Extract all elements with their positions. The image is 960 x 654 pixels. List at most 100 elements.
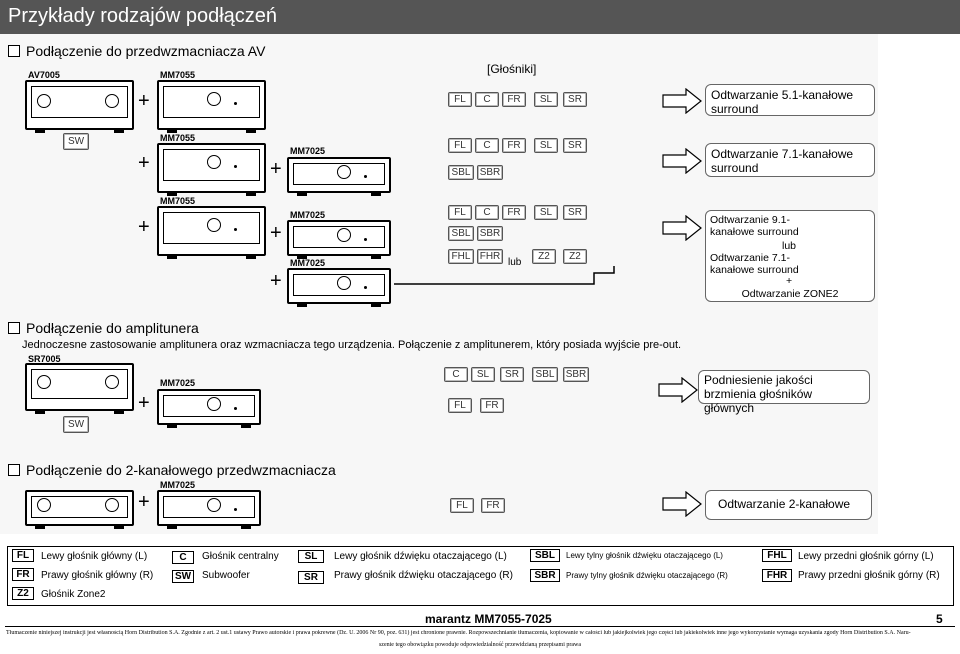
legend-code: FL	[12, 549, 34, 562]
legend-text: Prawy głośnik dźwięku otaczającego (R)	[334, 570, 513, 581]
checkbox-icon	[8, 464, 20, 476]
legend-text: Lewy głośnik dźwięku otaczającego (L)	[334, 551, 507, 562]
speaker-sbr: SBR	[477, 165, 503, 180]
plus-sign: +	[138, 491, 150, 513]
power-amp-device	[287, 220, 391, 259]
device-label: MM7025	[160, 378, 196, 388]
speaker-fl: FL	[448, 398, 472, 413]
speaker-fr: FR	[480, 398, 504, 413]
model-name: marantz MM7055-7025	[425, 612, 552, 626]
legend-code: SR	[298, 571, 324, 584]
checkbox-icon	[8, 45, 20, 57]
arrow-icon	[662, 88, 702, 114]
power-amp-device	[157, 80, 266, 133]
speaker-sr: SR	[563, 138, 587, 153]
device-label: AV7005	[28, 70, 60, 80]
speaker-sr: SR	[563, 92, 587, 107]
plus-sign: +	[270, 158, 282, 180]
stereo-preamp-device	[25, 490, 134, 529]
speaker-sw: SW	[63, 133, 89, 150]
legend-text: Prawy głośnik główny (R)	[41, 570, 154, 581]
plus-sign: +	[270, 270, 282, 292]
section-2-description: Jednoczesne zastosowanie amplitunera ora…	[22, 339, 682, 351]
power-amp-device	[157, 143, 266, 196]
plus-sign: +	[138, 90, 150, 112]
plus-sign: +	[138, 152, 150, 174]
plus-sign: +	[270, 222, 282, 244]
speaker-z2: Z2	[563, 249, 587, 264]
speaker-sl: SL	[534, 92, 558, 107]
arrow-icon	[658, 377, 698, 403]
speaker-c: C	[475, 205, 499, 220]
or-label: lub	[508, 257, 522, 268]
speaker-sbr: SBR	[477, 226, 503, 241]
legend-text: Prawy tylny głośnik dźwięku otaczającego…	[566, 571, 728, 580]
device-label: MM7055	[160, 196, 196, 206]
av-receiver-device	[25, 363, 134, 414]
section-2-title: Podłączenie do amplitunera	[8, 320, 199, 336]
speaker-sr: SR	[500, 367, 524, 382]
device-label: MM7025	[160, 480, 196, 490]
speaker-sbl: SBL	[448, 226, 474, 241]
speaker-sl: SL	[534, 138, 558, 153]
legend-code: SBR	[530, 569, 560, 582]
power-amp-device	[287, 157, 391, 196]
legend-text: Głośnik centralny	[202, 551, 279, 562]
speaker-fhl: FHL	[448, 249, 474, 264]
legend-code: FHL	[762, 549, 792, 562]
speaker-sl: SL	[534, 205, 558, 220]
legend-code: Z2	[12, 587, 34, 600]
legend-text: Lewy tylny głośnik dźwięku otaczającego …	[566, 551, 723, 560]
legend-code: SL	[298, 550, 324, 563]
legal-notice-cont: szenie tego obowiązku powoduje odpowiedz…	[378, 642, 582, 648]
legend-code: FR	[12, 568, 34, 581]
legend-code: C	[172, 551, 194, 564]
speaker-sr: SR	[563, 205, 587, 220]
arrow-icon	[662, 491, 702, 517]
footer-rule	[5, 626, 955, 627]
speaker-c: C	[475, 92, 499, 107]
result-box: Odtwarzanie 7.1-kanałowe surround	[705, 143, 875, 177]
speaker-fl: FL	[450, 498, 474, 513]
speaker-fl: FL	[448, 138, 472, 153]
header-bar: Przykłady rodzajów podłączeń	[0, 0, 960, 34]
arrow-icon	[662, 148, 702, 174]
page-title: Przykłady rodzajów podłączeń	[8, 5, 278, 27]
section-1-title: Podłączenie do przedwzmacniacza AV	[8, 43, 265, 59]
device-label: MM7055	[160, 70, 196, 80]
speakers-heading: [Głośniki]	[487, 62, 537, 76]
legend-text: Lewy głośnik główny (L)	[41, 551, 148, 562]
device-label: MM7055	[160, 133, 196, 143]
speaker-fr: FR	[481, 498, 505, 513]
plus-sign: +	[138, 216, 150, 238]
connection-line	[394, 266, 615, 285]
speaker-sbl: SBL	[448, 165, 474, 180]
speaker-z2: Z2	[532, 249, 556, 264]
arrow-icon	[662, 215, 702, 241]
device-label: MM7025	[290, 258, 326, 268]
speaker-fl: FL	[448, 205, 472, 220]
speaker-sbr: SBR	[563, 367, 589, 382]
result-box: Odtwarzanie 2-kanałowe	[705, 490, 872, 520]
device-label: MM7025	[290, 146, 326, 156]
speaker-fr: FR	[502, 138, 526, 153]
legend-code: SBL	[530, 549, 560, 562]
speaker-fl: FL	[448, 92, 472, 107]
power-amp-device	[287, 268, 391, 307]
legal-notice: Tłumaczenie niniejszej instrukcji jest w…	[6, 630, 911, 636]
speaker-c: C	[475, 138, 499, 153]
device-label: MM7025	[290, 210, 326, 220]
legend-code: FHR	[762, 569, 792, 582]
power-amp-device	[157, 206, 266, 259]
result-box: Odtwarzanie 5.1-kanałowe surround	[705, 84, 875, 116]
speaker-fhr: FHR	[477, 249, 503, 264]
legend-text: Subwoofer	[202, 570, 250, 581]
legend-code: SW	[172, 570, 194, 583]
device-label: SR7005	[28, 354, 61, 364]
result-box: Podniesienie jakości brzmienia głośników…	[698, 370, 870, 415]
speaker-sl: SL	[471, 367, 495, 382]
speaker-fr: FR	[502, 205, 526, 220]
page-number: 5	[936, 612, 943, 626]
speaker-fr: FR	[502, 92, 526, 107]
legend-text: Głośnik Zone2	[41, 589, 106, 600]
